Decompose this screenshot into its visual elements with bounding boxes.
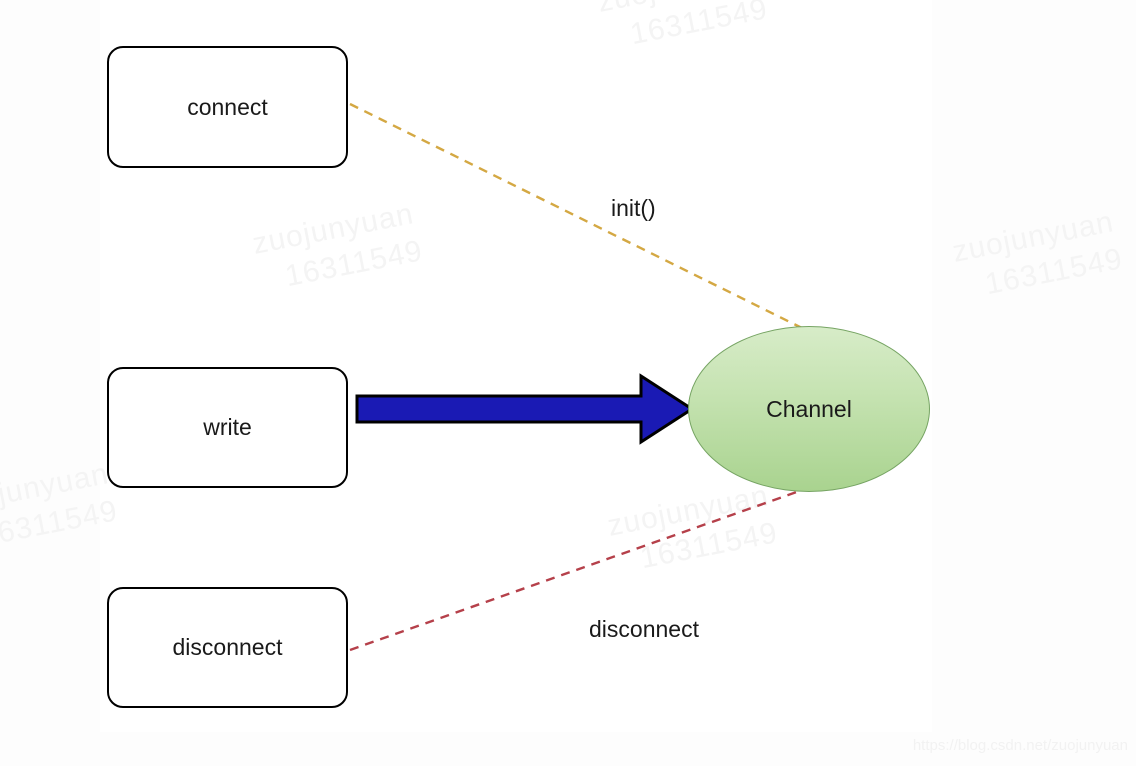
node-channel-label: Channel — [766, 395, 852, 422]
edge-label-init: init() — [611, 195, 656, 221]
node-connect[interactable]: connect — [107, 46, 348, 168]
edge-label-disconnect: disconnect — [589, 616, 699, 642]
watermark-text: zuojunyuan 16311549 — [949, 203, 1126, 308]
node-write[interactable]: write — [107, 367, 348, 488]
node-disconnect[interactable]: disconnect — [107, 587, 348, 708]
node-disconnect-label: disconnect — [172, 634, 283, 660]
watermark-url: https://blog.csdn.net/zuojunyuan — [912, 737, 1128, 754]
node-channel[interactable]: Channel — [688, 326, 930, 492]
node-write-label: write — [203, 414, 252, 440]
node-connect-label: connect — [187, 93, 268, 120]
